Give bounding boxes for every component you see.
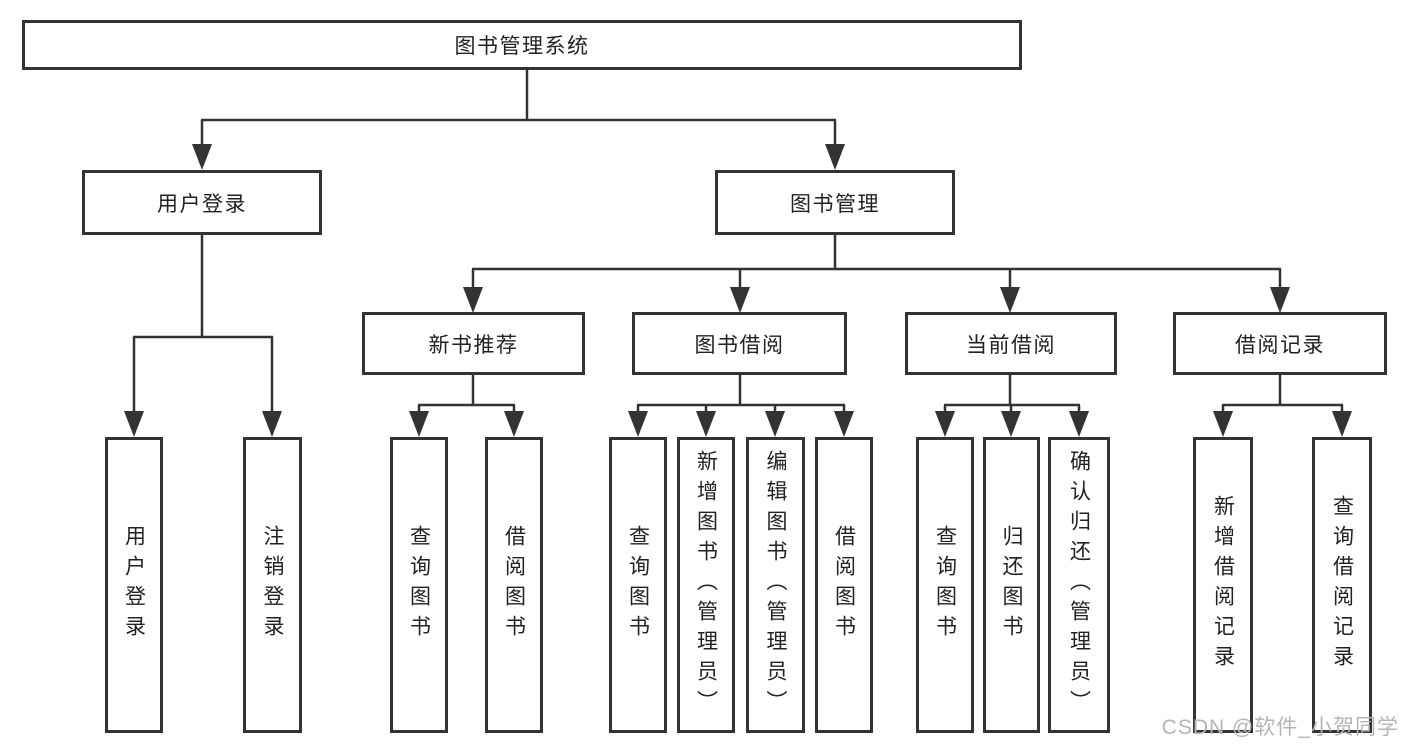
- node-library-management-system: 图书管理系统: [22, 20, 1022, 70]
- watermark: CSDN @软件_小贺同学: [1161, 716, 1399, 739]
- leaf-query-books-1-label: 查询图书: [407, 525, 431, 645]
- leaf-edit-books-admin: 编辑图书（管理员）: [746, 437, 805, 733]
- node-borrowing-records: 借阅记录: [1173, 312, 1387, 375]
- node-current-borrowing-label: 当前借阅: [966, 333, 1056, 357]
- leaf-user-login-label: 用户登录: [122, 525, 146, 645]
- node-new-book-recommend-label: 新书推荐: [428, 333, 519, 357]
- leaf-logout-label: 注销登录: [261, 525, 284, 645]
- node-book-management: 图书管理: [715, 170, 955, 235]
- leaf-query-books-3-label: 查询图书: [933, 525, 957, 645]
- leaf-query-borrow-record-label: 查询借阅记录: [1330, 495, 1354, 675]
- leaf-add-borrow-record: 新增借阅记录: [1193, 437, 1253, 733]
- leaf-query-books-2-label: 查询图书: [626, 525, 650, 645]
- leaf-query-borrow-record: 查询借阅记录: [1312, 437, 1372, 733]
- leaf-return-books-label: 归还图书: [1000, 525, 1023, 645]
- node-book-borrowing: 图书借阅: [632, 312, 847, 375]
- leaf-query-books-2: 查询图书: [609, 437, 667, 733]
- leaf-add-books-admin-label: 新增图书（管理员）: [694, 450, 718, 720]
- leaf-borrow-books-1-label: 借阅图书: [502, 525, 526, 645]
- node-book-management-label: 图书管理: [790, 192, 880, 216]
- node-book-borrowing-label: 图书借阅: [694, 333, 785, 357]
- leaf-borrow-books-2: 借阅图书: [815, 437, 873, 733]
- node-borrowing-records-label: 借阅记录: [1235, 333, 1325, 357]
- leaf-query-books-3: 查询图书: [916, 437, 974, 733]
- leaf-query-books-1: 查询图书: [390, 437, 448, 733]
- node-user-login-label: 用户登录: [157, 192, 247, 216]
- leaf-logout: 注销登录: [243, 437, 302, 733]
- leaf-add-books-admin: 新增图书（管理员）: [677, 437, 735, 733]
- node-library-management-system-label: 图书管理系统: [454, 35, 590, 58]
- leaf-confirm-return-admin: 确认归还（管理员）: [1048, 437, 1110, 733]
- node-user-login: 用户登录: [82, 170, 322, 235]
- node-current-borrowing: 当前借阅: [905, 312, 1117, 375]
- leaf-return-books: 归还图书: [983, 437, 1040, 733]
- leaf-borrow-books-2-label: 借阅图书: [832, 525, 856, 645]
- leaf-add-borrow-record-label: 新增借阅记录: [1211, 495, 1235, 675]
- leaf-borrow-books-1: 借阅图书: [485, 437, 543, 733]
- leaf-confirm-return-admin-label: 确认归还（管理员）: [1067, 450, 1091, 720]
- leaf-edit-books-admin-label: 编辑图书（管理员）: [764, 450, 787, 720]
- leaf-user-login: 用户登录: [105, 437, 163, 733]
- node-new-book-recommend: 新书推荐: [362, 312, 585, 375]
